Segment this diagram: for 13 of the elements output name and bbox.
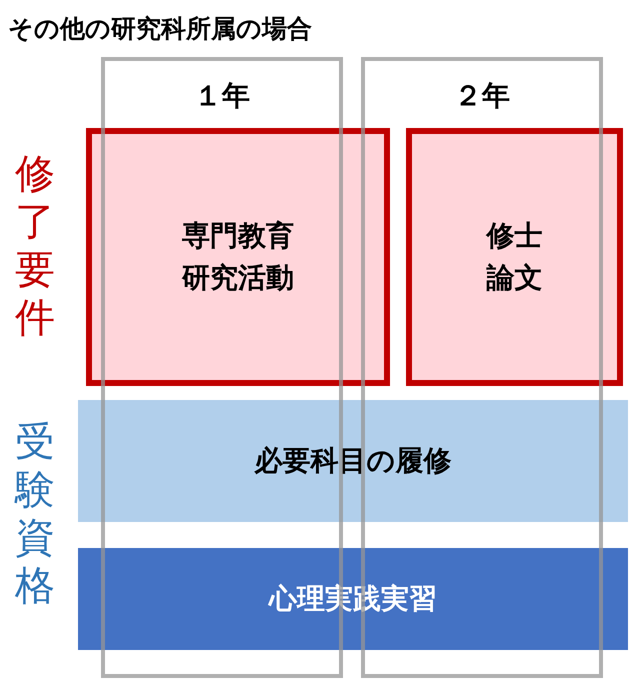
box-label: 必要科目の履修 bbox=[254, 443, 452, 479]
requirement-box bbox=[86, 128, 390, 386]
course-band bbox=[78, 400, 628, 522]
box-label: 修士論文 bbox=[484, 218, 544, 296]
requirement-box bbox=[406, 128, 623, 386]
side-label: 修了要件 bbox=[14, 150, 56, 342]
box-label: 専門教育研究活動 bbox=[180, 218, 295, 296]
title: その他の研究科所属の場合 bbox=[8, 14, 312, 44]
box-label: 心理実践実習 bbox=[269, 581, 437, 617]
side-label: 受験資格 bbox=[14, 418, 56, 610]
practicum-band bbox=[78, 548, 628, 650]
year-label: ２年 bbox=[454, 78, 510, 114]
year-label: １年 bbox=[194, 78, 250, 114]
